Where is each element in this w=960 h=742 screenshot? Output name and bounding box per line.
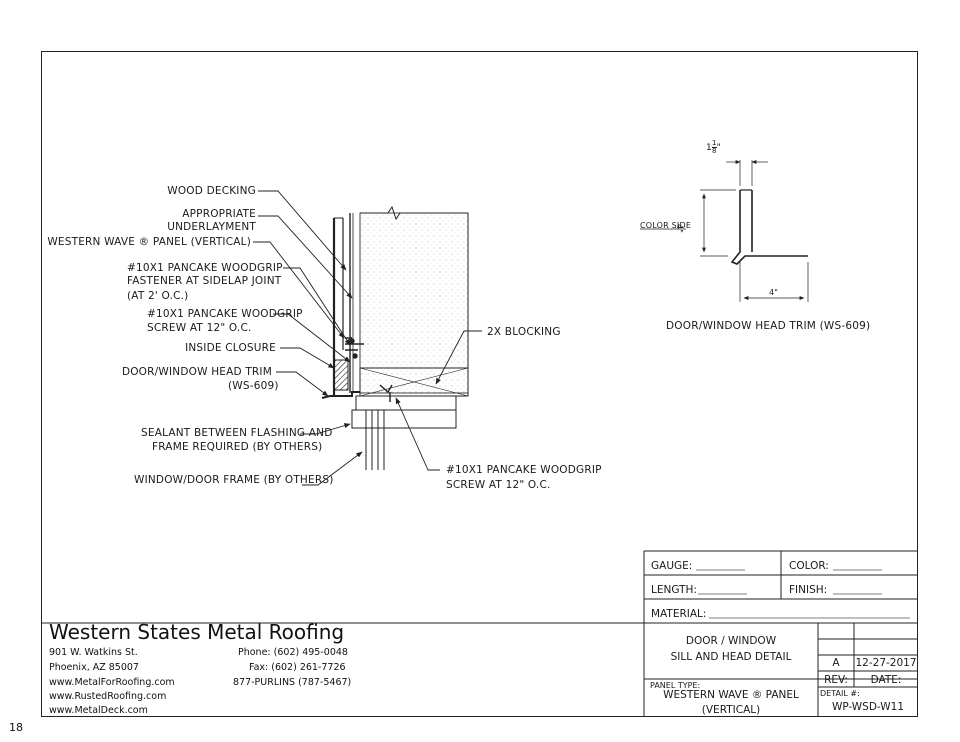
- callout-head-trim-2: (WS-609): [228, 380, 279, 392]
- date-label: DATE:: [870, 674, 902, 686]
- callout-sealant-2: FRAME REQUIRED (BY OTHERS): [152, 441, 323, 453]
- company-phone: Phone: (602) 495-0048: [238, 647, 348, 658]
- drawing-sheet-border: [41, 51, 918, 717]
- callout-inside-closure: INSIDE CLOSURE: [185, 342, 276, 354]
- rev-label: REV:: [824, 674, 848, 686]
- date-value: 12-27-2017: [855, 657, 917, 669]
- callout-screw-b-2: SCREW AT 12" O.C.: [446, 479, 551, 491]
- company-fax: Fax: (602) 261-7726: [249, 662, 346, 673]
- trim-dim-bottom: 4": [769, 288, 779, 297]
- callout-wood-decking: WOOD DECKING: [167, 185, 256, 197]
- callout-head-trim-1: DOOR/WINDOW HEAD TRIM: [121, 366, 272, 378]
- inside-closure-shape: [333, 359, 349, 391]
- title-block-fill-lines: [696, 569, 910, 619]
- drawing-title-2: SILL AND HEAD DETAIL: [670, 651, 792, 663]
- callout-frame: WINDOW/DOOR FRAME (BY OTHERS): [134, 474, 334, 486]
- leader-lines: [253, 190, 482, 486]
- trim-dim-top-den: 8: [711, 147, 717, 155]
- callout-fastener-1: #10X1 PANCAKE WOODGRIP: [127, 262, 283, 274]
- frame-top: [355, 395, 457, 411]
- company-website-3[interactable]: www.MetalDeck.com: [49, 705, 148, 716]
- company-address-2: Phoenix, AZ 85007: [49, 662, 139, 673]
- drawing-title-1: DOOR / WINDOW: [685, 635, 777, 647]
- detail-number-label: DETAIL #:: [820, 689, 860, 698]
- color-label: COLOR:: [789, 560, 829, 572]
- rev-value: A: [832, 657, 840, 669]
- company-website-1[interactable]: www.MetalForRoofing.com: [49, 677, 175, 688]
- callout-underlayment-1: APPROPRIATE: [182, 208, 256, 220]
- callout-blocking: 2X BLOCKING: [487, 326, 561, 338]
- callout-panel: WESTERN WAVE ® PANEL (VERTICAL): [47, 236, 251, 248]
- callout-underlayment-2: UNDERLAYMENT: [167, 221, 256, 233]
- trim-dim-top-unit: ": [716, 143, 721, 153]
- trim-color-side: COLOR SIDE: [640, 221, 692, 230]
- length-label: LENGTH:: [651, 584, 697, 596]
- panel-type-1: WESTERN WAVE ® PANEL: [663, 689, 799, 701]
- company-website-2[interactable]: www.RustedRoofing.com: [49, 691, 167, 702]
- callout-fastener-3: (AT 2' O.C.): [127, 290, 189, 302]
- callout-screw-2: SCREW AT 12" O.C.: [147, 322, 252, 334]
- frame-mid: [351, 409, 457, 429]
- wood-decking-mass: [359, 212, 469, 394]
- callout-fastener-2: FASTENER AT SIDELAP JOINT: [127, 275, 282, 287]
- detail-number: WP-WSD-W11: [831, 701, 905, 713]
- panel-type-label: PANEL TYPE:: [650, 681, 701, 690]
- company-address-1: 901 W. Watkins St.: [49, 647, 138, 658]
- callout-screw-b-1: #10X1 PANCAKE WOODGRIP: [446, 464, 602, 476]
- trim-dim-side: 4": [675, 224, 684, 234]
- title-block-grid: [41, 550, 918, 717]
- trim-dim-top-whole: 1: [706, 143, 712, 153]
- wall-assembly: [321, 205, 469, 470]
- gauge-label: GAUGE:: [651, 560, 693, 572]
- finish-label: FINISH:: [789, 584, 828, 596]
- callout-screw-1: #10X1 PANCAKE WOODGRIP: [147, 308, 303, 320]
- company-tollfree: 877-PURLINS (787-5467): [233, 677, 352, 688]
- company-name: Western States Metal Roofing: [49, 620, 345, 644]
- trim-dim-top-num: 1: [711, 139, 717, 147]
- panel-type-2: (VERTICAL): [701, 704, 761, 716]
- page-number: 18: [9, 721, 23, 734]
- trim-caption: DOOR/WINDOW HEAD TRIM (WS-609): [666, 320, 871, 332]
- trim-profile: [640, 160, 809, 302]
- material-label: MATERIAL:: [651, 608, 707, 620]
- callout-sealant-1: SEALANT BETWEEN FLASHING AND: [141, 427, 333, 439]
